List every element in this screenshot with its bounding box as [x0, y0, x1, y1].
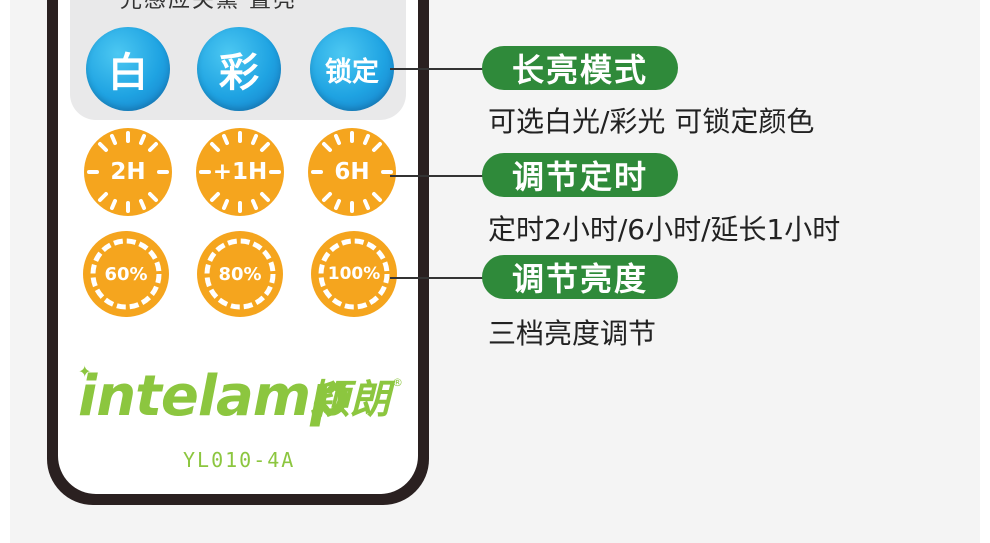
callout-desc-brightness: 三档亮度调节: [488, 317, 657, 350]
brightness-80-label: 80%: [218, 263, 262, 285]
callout-line-mode: [390, 68, 484, 70]
ring-icon: [83, 231, 169, 317]
callout-title-timer: 调节定时: [482, 153, 678, 197]
callout-title-mode: 长亮模式: [482, 46, 678, 90]
brightness-80-button[interactable]: 80%: [196, 230, 284, 318]
brand-chinese: 颖朗: [310, 377, 390, 423]
registered-mark: ®: [392, 376, 403, 389]
timer-plus1h-label: +1H: [212, 159, 268, 185]
timer-6h-button[interactable]: 6H: [307, 127, 397, 217]
brightness-100-button[interactable]: 100%: [310, 230, 398, 318]
white-mode-button[interactable]: 白: [86, 27, 170, 111]
sun-icon: [84, 128, 172, 216]
timer-2h-button[interactable]: 2H: [83, 127, 173, 217]
top-cut-label: 光感应关熏 置亮: [120, 0, 297, 13]
sun-icon: [196, 128, 284, 216]
timer-plus1h-button[interactable]: +1H: [195, 127, 285, 217]
brightness-60-label: 60%: [104, 263, 148, 285]
callout-line-timer: [390, 175, 484, 177]
color-mode-button[interactable]: 彩: [197, 27, 281, 111]
callout-desc-timer: 定时2小时/6小时/延长1小时: [488, 213, 841, 246]
timer-6h-label: 6H: [334, 159, 370, 185]
brand-latin: intelamp: [78, 364, 350, 429]
model-number: YL010-4A: [183, 448, 296, 472]
ring-icon: [311, 231, 397, 317]
lock-mode-button[interactable]: 锁定: [310, 27, 394, 111]
brightness-100-label: 100%: [327, 264, 381, 284]
ring-icon: [197, 231, 283, 317]
brand-logo: intelamp 颖朗 ®: [78, 362, 408, 432]
callout-desc-mode: 可选白光/彩光 可锁定颜色: [488, 105, 815, 138]
sun-icon: [308, 128, 396, 216]
sparkle-icon: ✦: [78, 362, 92, 381]
brightness-60-button[interactable]: 60%: [82, 230, 170, 318]
callout-line-brightness: [390, 277, 484, 279]
timer-2h-label: 2H: [110, 159, 146, 185]
callout-title-brightness: 调节亮度: [482, 255, 678, 299]
